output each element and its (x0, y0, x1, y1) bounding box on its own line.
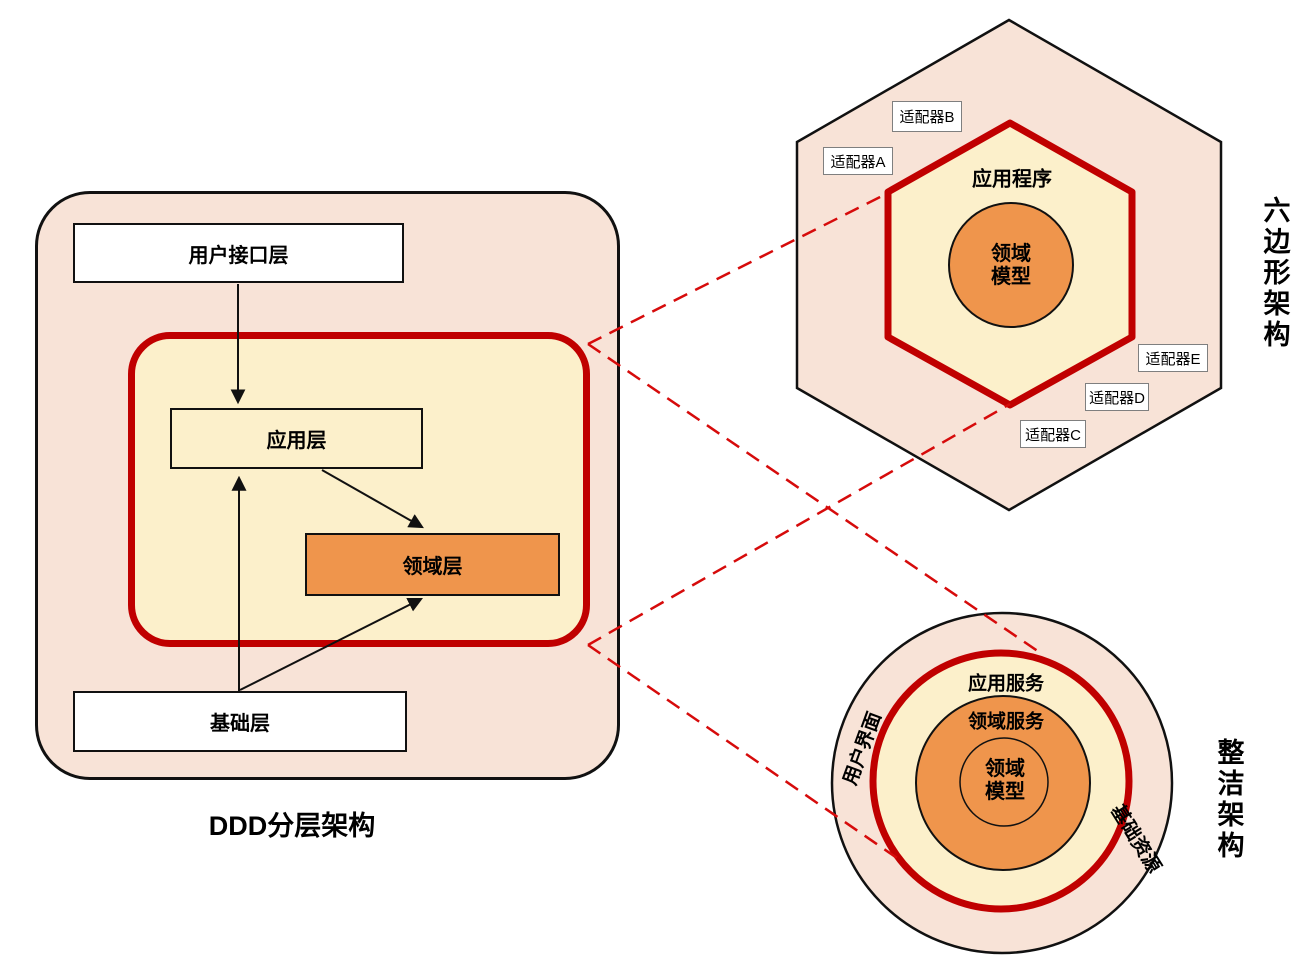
ddd-domain-layer-box: 领域层 (305, 533, 560, 596)
adapter-a-label: 适配器A (830, 153, 886, 171)
adapter-d-label: 适配器D (1089, 389, 1145, 407)
ddd-domain-layer-label: 领域层 (402, 556, 463, 578)
clean-user-interface-label: 用户界面 (840, 709, 886, 788)
ddd-infrastructure-layer-label: 基础层 (210, 713, 270, 735)
adapter-b-box: 适配器B (892, 101, 962, 132)
adapter-c-label: 适配器C (1025, 426, 1081, 444)
adapter-e-box: 适配器E (1138, 344, 1208, 372)
dashed-link-core-to-hexagon-top (587, 191, 889, 346)
ddd-application-layer-box: 应用层 (170, 408, 423, 469)
clean-infrastructure-label: 基础资源 (1106, 801, 1165, 877)
ddd-infrastructure-layer-box: 基础层 (73, 691, 407, 752)
ddd-application-layer-label: 应用层 (266, 430, 327, 452)
adapter-c-box: 适配器C (1020, 420, 1086, 448)
ddd-user-interface-layer-box: 用户接口层 (73, 223, 404, 283)
adapter-d-box: 适配器D (1085, 383, 1149, 411)
dashed-link-core-to-hexagon-bottom (587, 402, 1011, 647)
clean-domain-model-label: 领域模型 (985, 758, 1025, 803)
hexagon-domain-model-label: 领域模型 (991, 243, 1031, 288)
clean-domain-services-label: 领域服务 (967, 711, 1045, 733)
adapter-b-label: 适配器B (899, 109, 955, 126)
hexagonal-architecture-title: 六边形架构 (1259, 196, 1290, 351)
clean-architecture-title: 整洁架构 (1213, 738, 1244, 862)
ddd-core-red-boundary (128, 332, 590, 647)
hexagon-application-label: 应用程序 (972, 168, 1052, 191)
ddd-user-interface-layer-label: 用户接口层 (188, 244, 289, 267)
ddd-diagram-title: DDD分层架构 (208, 811, 376, 841)
adapter-e-label: 适配器E (1145, 350, 1201, 368)
adapter-a-box: 适配器A (823, 147, 893, 175)
clean-application-services-label: 应用服务 (967, 673, 1045, 695)
dashed-link-core-to-circle-top (587, 342, 1043, 656)
